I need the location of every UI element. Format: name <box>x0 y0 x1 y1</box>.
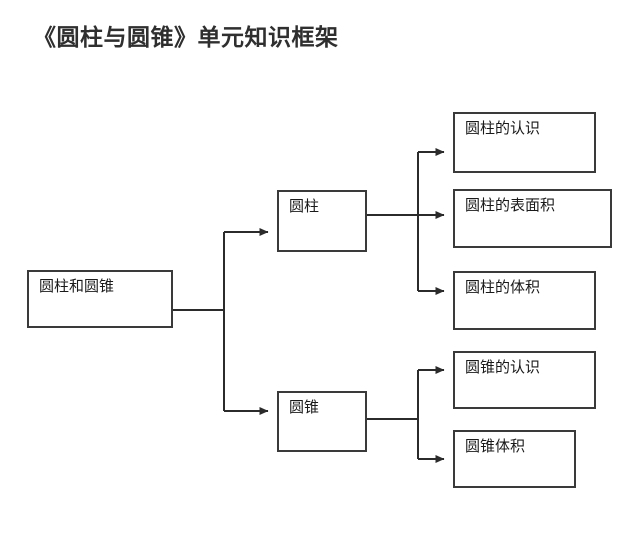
node-cylinder-surface-area-label: 圆柱的表面积 <box>465 198 556 214</box>
node-cone-recognition[interactable]: 圆锥的认识 <box>453 351 596 409</box>
node-cylinder-recognition[interactable]: 圆柱的认识 <box>453 112 596 173</box>
node-cylinder-surface-area[interactable]: 圆柱的表面积 <box>453 189 612 248</box>
node-cone-recognition-label: 圆锥的认识 <box>465 360 541 376</box>
node-cylinder-volume-label: 圆柱的体积 <box>465 280 541 296</box>
node-cone-volume-label: 圆锥体积 <box>465 439 526 455</box>
node-cylinder-volume[interactable]: 圆柱的体积 <box>453 271 596 330</box>
node-cone-label: 圆锥 <box>289 400 320 416</box>
page-title: 《圆柱与圆锥》单元知识框架 <box>33 24 339 50</box>
node-root-label: 圆柱和圆锥 <box>39 279 115 295</box>
node-cone[interactable]: 圆锥 <box>277 391 367 452</box>
node-root[interactable]: 圆柱和圆锥 <box>27 270 173 328</box>
node-cylinder-recognition-label: 圆柱的认识 <box>465 121 541 137</box>
node-cylinder[interactable]: 圆柱 <box>277 190 367 252</box>
node-cylinder-label: 圆柱 <box>289 199 320 215</box>
node-cone-volume[interactable]: 圆锥体积 <box>453 430 576 488</box>
